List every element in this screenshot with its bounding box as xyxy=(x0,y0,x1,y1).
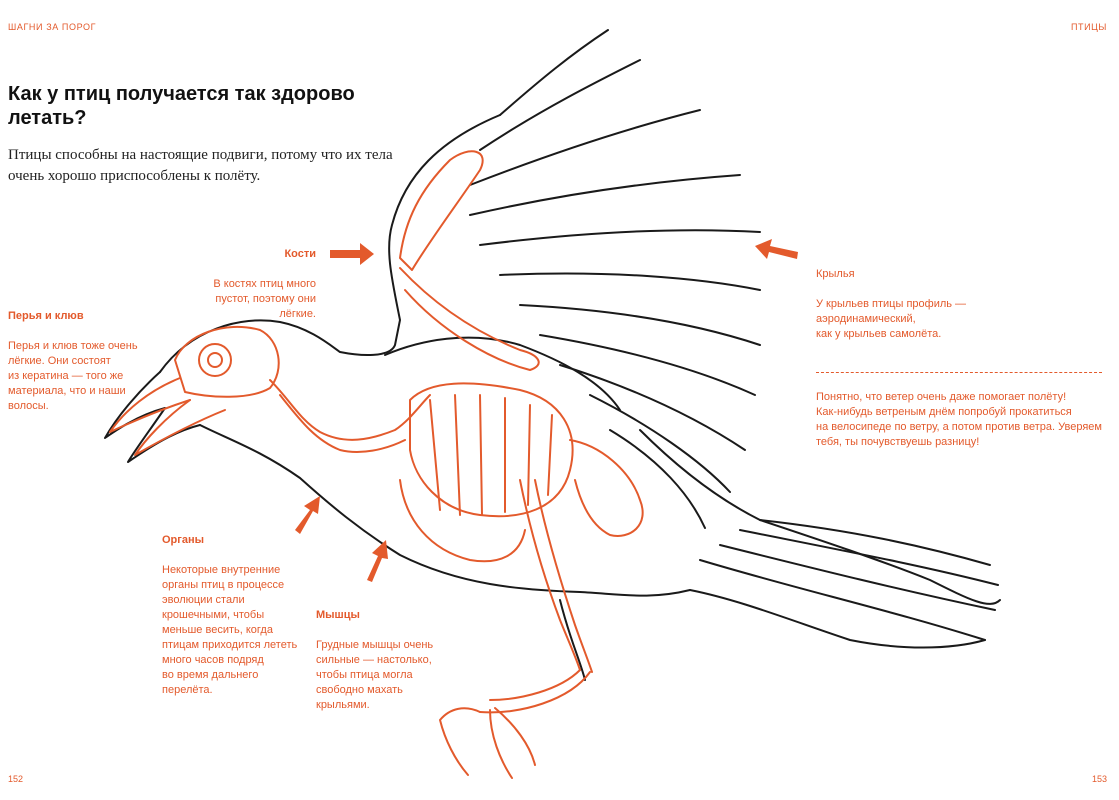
callout-bones: Кости В костях птиц много пустот, поэтом… xyxy=(196,232,316,337)
arrow-muscles xyxy=(367,540,388,582)
callout-wings-heading: Крылья xyxy=(816,268,855,280)
page-title: Как у птиц получается так здорово летать… xyxy=(8,83,355,129)
skeleton-drawing xyxy=(109,150,644,779)
wind-tip-text: Понятно, что ветер очень даже помогает п… xyxy=(816,391,1102,448)
callout-organs: Органы Некоторые внутренние органы птиц … xyxy=(162,518,312,713)
page-number-right: 153 xyxy=(1091,774,1107,784)
callout-organs-heading: Органы xyxy=(162,534,205,546)
arrow-bones xyxy=(330,243,374,265)
intro-paragraph: Птицы способны на настоящие подвиги, пот… xyxy=(8,147,393,184)
arrow-wings xyxy=(755,239,798,259)
bird-outline xyxy=(104,29,1001,681)
page-number-left: 152 xyxy=(8,774,24,784)
divider-dashed xyxy=(816,372,1102,373)
callout-muscles-heading: Мышцы xyxy=(316,609,360,621)
callout-arrows xyxy=(295,239,798,582)
running-header-left: ШАГНИ ЗА ПОРОГ xyxy=(8,22,97,32)
callout-muscles: Мышцы Грудные мышцы очень сильные — наст… xyxy=(316,593,446,728)
callout-wings: Крылья У крыльев птицы профиль — аэродин… xyxy=(816,252,996,357)
callout-organs-text: Некоторые внутренние органы птиц в проце… xyxy=(162,564,298,696)
arrow-organs xyxy=(295,496,320,534)
callout-feathers-heading: Перья и клюв xyxy=(8,310,84,322)
callout-feathers-text: Перья и клюв тоже очень лёгкие. Они сост… xyxy=(8,340,138,412)
callout-feathers: Перья и клюв Перья и клюв тоже очень лёг… xyxy=(8,294,158,429)
callout-wings-text: У крыльев птицы профиль — аэродинамическ… xyxy=(816,298,967,340)
running-header-right: ПТИЦЫ xyxy=(1070,22,1107,32)
callout-bones-heading: Кости xyxy=(284,248,316,260)
callout-bones-text: В костях птиц много пустот, поэтому они … xyxy=(213,278,316,320)
callout-muscles-text: Грудные мышцы очень сильные — настолько,… xyxy=(316,639,434,711)
